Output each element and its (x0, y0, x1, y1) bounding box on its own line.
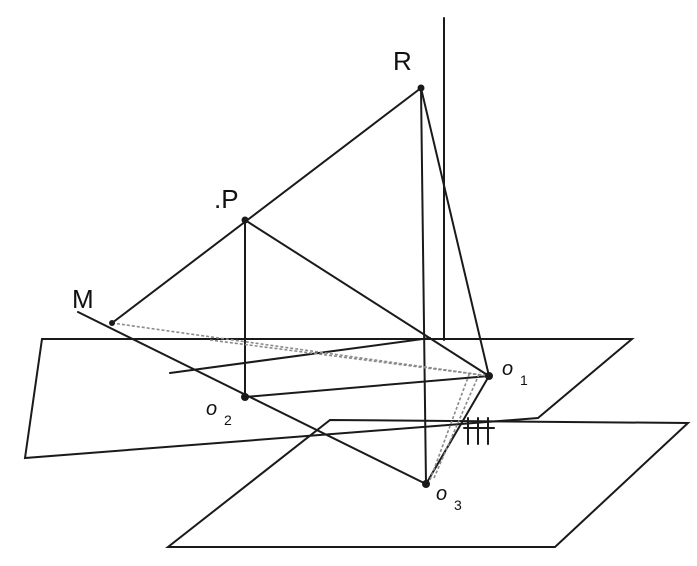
line-p-o1 (244, 219, 490, 377)
lower-plane (165, 418, 691, 548)
label-r: R (393, 46, 412, 76)
point-o2 (241, 393, 249, 401)
faint-line-o3-o1-b (433, 371, 481, 479)
line-o2-o1 (244, 375, 490, 398)
point-m (109, 320, 115, 326)
faint-line-plane-o1 (209, 339, 490, 377)
label-o3-sub: 3 (454, 497, 462, 513)
faint-line-o3-o1-a (429, 371, 471, 481)
label-o2: o (206, 398, 217, 420)
line-plane-diagonal (169, 337, 431, 374)
label-o3: o (436, 483, 447, 505)
point-r (417, 84, 425, 92)
label-o2-sub: 2 (224, 412, 232, 428)
point-p (241, 216, 249, 224)
point-o1 (485, 372, 493, 380)
faint-line-m-o1 (111, 322, 490, 377)
point-o3 (422, 480, 430, 488)
label-o1: o (502, 358, 513, 380)
line-o3-o1 (425, 375, 490, 485)
line-m-o3 (77, 311, 427, 485)
label-p: .P (214, 184, 239, 214)
upper-plane (23, 338, 635, 460)
label-m: M (72, 284, 94, 314)
line-r-o1 (420, 87, 490, 377)
line-r-o3 (420, 87, 427, 485)
label-o1-sub: 1 (520, 372, 528, 388)
line-m-r (111, 87, 422, 324)
